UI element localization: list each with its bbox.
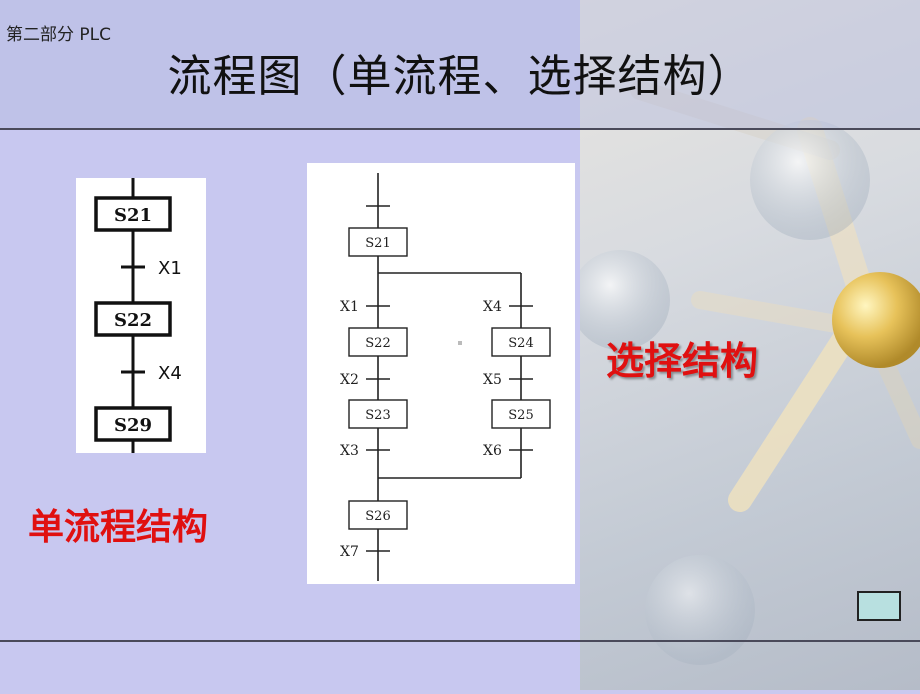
transition-label: X5 (483, 372, 502, 388)
step-box: S21 (348, 227, 408, 257)
step-box: S24 (491, 327, 551, 357)
transition-label: X6 (483, 443, 502, 459)
step-box: S21 (94, 196, 172, 232)
step-box: S22 (348, 327, 408, 357)
transition-label: X1 (158, 258, 182, 279)
header-band (0, 0, 920, 128)
title-divider (0, 128, 920, 130)
step-box: S29 (94, 406, 172, 442)
section-label: 第二部分 PLC (6, 25, 111, 45)
selective-flow-chart: S21 S22 S23 S24 S25 S26 X1 X2 X3 X4 X5 X… (340, 173, 551, 581)
single-flow-chart: S21 X1 S22 X4 S29 (94, 178, 182, 453)
step-label: S21 (114, 205, 152, 226)
footer-divider (0, 640, 920, 642)
selective-flow-label: 选择结构 (606, 339, 759, 383)
background-decoration (570, 0, 920, 690)
step-box: S25 (491, 399, 551, 429)
step-label: S22 (114, 310, 152, 331)
step-label: S22 (365, 336, 390, 351)
transition-label: X2 (340, 372, 359, 388)
step-label: S25 (508, 408, 533, 423)
next-slide-button[interactable] (857, 591, 901, 621)
single-flow-label: 单流程结构 (28, 507, 209, 548)
step-box: S23 (348, 399, 408, 429)
step-label: S26 (365, 509, 390, 524)
slide-title: 流程图（单流程、选择结构） (167, 51, 753, 102)
transition-label: X4 (158, 363, 182, 384)
transition-label: X3 (340, 443, 359, 459)
step-label: S23 (365, 408, 390, 423)
transition-label: X1 (340, 299, 359, 315)
step-label: S21 (365, 236, 390, 251)
step-label: S29 (114, 415, 152, 436)
step-box: S26 (348, 500, 408, 530)
single-flow-diagram: S21 X1 S22 X4 S29 (76, 178, 206, 453)
transition-label: X4 (483, 299, 502, 315)
transition-label: X7 (340, 544, 359, 560)
selective-flow-diagram: S21 S22 S23 S24 S25 S26 X1 X2 X3 X4 X5 X… (307, 163, 575, 584)
molecule-decoration-icon (570, 80, 920, 665)
step-label: S24 (508, 336, 533, 351)
step-box: S22 (94, 301, 172, 337)
